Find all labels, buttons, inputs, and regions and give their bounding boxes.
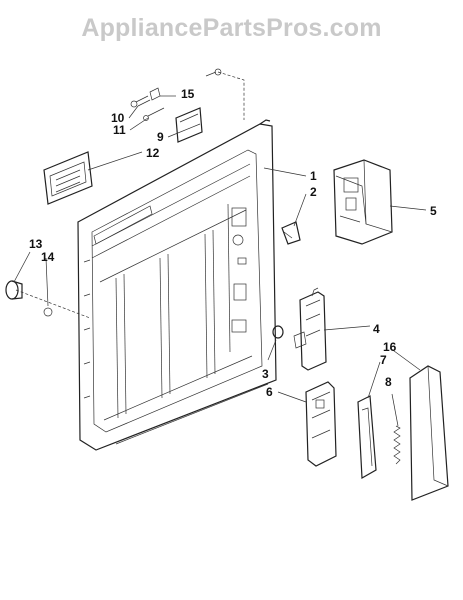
cover-plate bbox=[175, 107, 203, 143]
callout-8: 8 bbox=[385, 375, 392, 389]
callout-14: 14 bbox=[41, 250, 55, 264]
side-cover-panel bbox=[409, 365, 449, 501]
callout-labels: 1 2 3 4 5 6 7 8 9 10 11 12 13 14 15 16 bbox=[29, 87, 437, 399]
callout-2: 2 bbox=[310, 185, 317, 199]
callout-3: 3 bbox=[262, 367, 269, 381]
callout-11: 11 bbox=[113, 123, 126, 137]
callout-15: 15 bbox=[181, 87, 195, 101]
knob-and-washer bbox=[5, 280, 53, 317]
callout-5: 5 bbox=[430, 204, 437, 218]
latch-assembly bbox=[293, 287, 327, 371]
callout-10: 10 bbox=[111, 111, 125, 125]
link-arm bbox=[357, 395, 377, 480]
callout-16: 16 bbox=[383, 340, 397, 354]
watermark: AppliancePartsPros.com bbox=[81, 14, 382, 42]
handle-bracket bbox=[43, 151, 93, 205]
callout-9: 9 bbox=[157, 130, 164, 144]
callout-12: 12 bbox=[146, 146, 160, 160]
callout-7: 7 bbox=[380, 353, 387, 367]
spring bbox=[393, 425, 401, 465]
latch-body bbox=[305, 381, 337, 467]
spacer bbox=[272, 325, 284, 339]
small-screws bbox=[130, 68, 222, 121]
leader-lines bbox=[13, 71, 427, 427]
callout-1: 1 bbox=[310, 169, 317, 183]
callout-13: 13 bbox=[29, 237, 43, 251]
callout-4: 4 bbox=[373, 322, 380, 336]
door-latch-switch bbox=[333, 159, 393, 245]
inner-door-panel bbox=[77, 119, 277, 451]
latch-pawl bbox=[281, 221, 301, 245]
callout-6: 6 bbox=[266, 385, 273, 399]
